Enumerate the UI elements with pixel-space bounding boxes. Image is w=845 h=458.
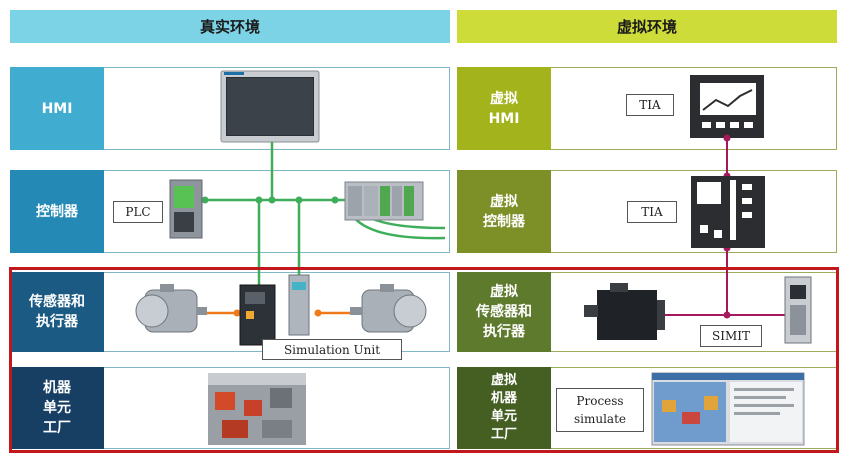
real-label-controller: 控制器 — [10, 170, 104, 253]
process-simulate-screenshot-icon — [651, 372, 805, 446]
virtual-links-icon — [650, 138, 790, 316]
virtual-environment-header: 虚拟环境 — [457, 10, 837, 43]
virtual-label-sensors: 虚拟 传感器和 执行器 — [457, 272, 551, 352]
virtual-label-hmi: 虚拟 HMI — [457, 67, 551, 150]
simit-tag: SIMIT — [700, 325, 762, 347]
electric-motor-left-icon — [135, 284, 207, 333]
electric-motor-right-icon — [350, 284, 427, 333]
factory-photo-icon — [208, 373, 306, 445]
real-label-machine: 机器 单元 工厂 — [10, 367, 104, 449]
highlight-border — [9, 267, 839, 453]
plc-tag: PLC — [113, 201, 163, 223]
simulation-module-icon — [288, 274, 310, 336]
servo-motor-icon — [584, 283, 665, 340]
virtual-label-controller: 虚拟 控制器 — [457, 170, 551, 253]
tia-hmi-tag: TIA — [626, 94, 674, 116]
virtual-controller-icon — [691, 176, 765, 248]
tia-controller-tag: TIA — [627, 201, 677, 223]
real-label-sensors: 传感器和 执行器 — [10, 272, 104, 352]
virtual-hmi-icon — [690, 75, 764, 138]
frequency-drive-icon — [239, 284, 276, 346]
virtual-label-machine: 虚拟 机器 单元 工厂 — [457, 367, 551, 449]
real-label-hmi: HMI — [10, 67, 104, 150]
io-module-rack-icon — [344, 181, 424, 221]
simit-drive-icon — [784, 276, 812, 344]
simulation-unit-tag: Simulation Unit — [262, 339, 402, 360]
process-simulate-tag: Process simulate — [556, 388, 644, 432]
hmi-touch-panel-icon — [220, 70, 320, 143]
real-environment-header: 真实环境 — [10, 10, 450, 43]
plc-cpu-icon — [169, 179, 203, 239]
